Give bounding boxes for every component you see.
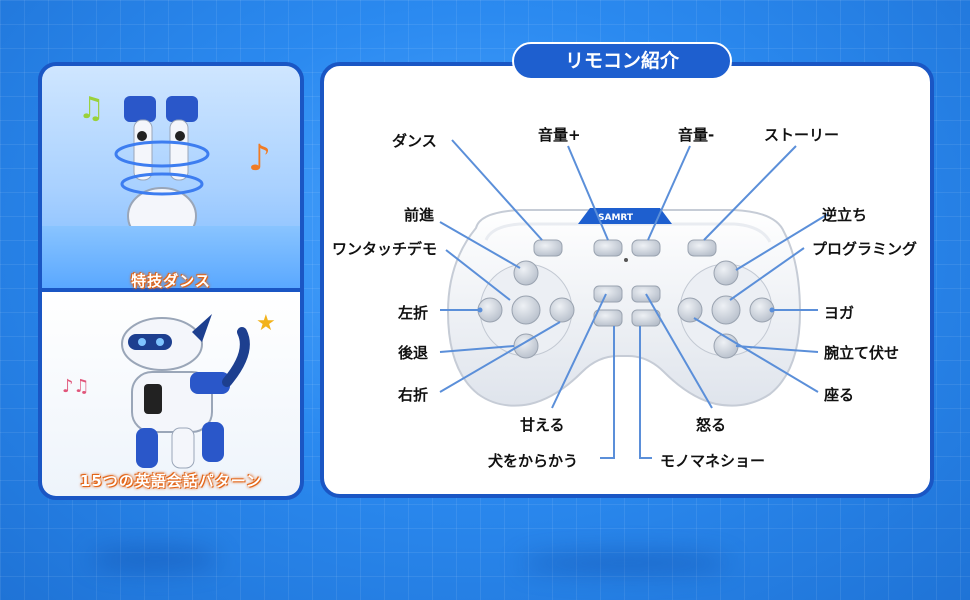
leader-lines [439,139,829,459]
sound-note-icon: ♪♫ [62,376,90,397]
left-shadow [90,548,220,570]
stage [42,226,300,288]
label-turn-right: 右折 [398,386,429,404]
label-programming: プログラミング [812,240,918,258]
dance-panel: ♫ ♪ [42,66,300,288]
forward-button[interactable] [513,260,539,286]
english-panel: ★ ♪♫ [42,292,300,496]
music-clef-icon: ♪ [248,138,271,179]
programming-button[interactable] [711,295,741,325]
label-volume-up: 音量+ [538,126,581,144]
label-tease-dog: 犬をからかう [488,452,579,470]
story-button[interactable] [687,239,717,257]
label-handstand: 逆立ち [822,206,868,224]
talking-robot-dog-illustration: ★ ♪♫ [62,311,276,469]
label-push-ups: 腕立て伏せ [824,344,900,362]
leader-dots [477,307,775,313]
label-sit: 座る [824,386,855,404]
sit-button[interactable] [677,297,703,323]
music-note-icon: ♫ [78,91,105,126]
label-yoga: ヨガ [824,304,855,322]
english-caption: 15つの英語会話パターン [79,472,263,490]
label-volume-down: 音量- [678,126,715,144]
brand-label: SAMRT [598,213,634,223]
handstand-button[interactable] [713,260,739,286]
volume-up-button[interactable] [593,239,623,257]
spoiled-button[interactable] [593,285,623,303]
label-mimicry-show: モノマネショー [660,452,766,470]
label-forward: 前進 [404,206,435,224]
star-icon: ★ [256,311,276,336]
label-dance: ダンス [392,132,437,150]
one-touch-demo-button[interactable] [511,295,541,325]
label-spoiled: 甘える [520,416,565,434]
page-title: リモコン紹介 [512,42,732,80]
label-turn-left: 左折 [398,304,429,322]
brand-tab [578,208,672,224]
label-one-touch-demo: ワンタッチデモ [332,240,438,258]
label-story: ストーリー [764,126,840,144]
remote-body [446,209,802,407]
volume-down-button[interactable] [631,239,661,257]
left-column: ♫ ♪ ★ ♪♫ [38,62,304,500]
label-angry: 怒る [696,416,727,434]
turn-right-button[interactable] [549,297,575,323]
label-backward: 後退 [398,344,429,362]
card-shadow [520,552,730,574]
dance-button[interactable] [533,239,563,257]
dance-caption: 特技ダンス [131,272,211,290]
